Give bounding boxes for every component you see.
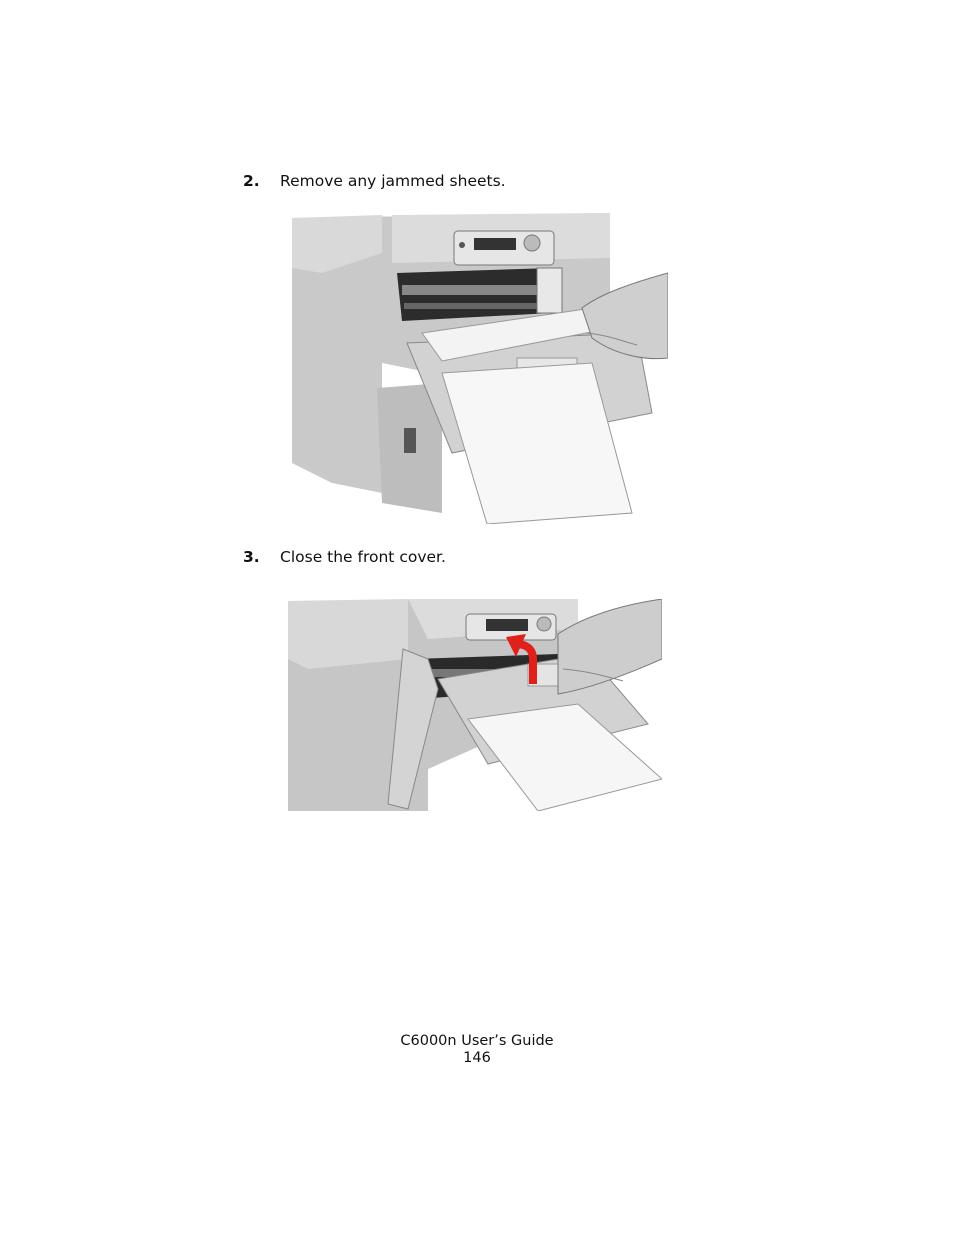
- printer-jam-removal-photo: [292, 213, 668, 524]
- printer-close-cover-photo: [288, 599, 662, 811]
- page-number: 146: [463, 1050, 491, 1066]
- footer-title: C6000n User’s Guide: [400, 1033, 554, 1049]
- step-number: 3.: [243, 548, 260, 566]
- step-text: Close the front cover.: [280, 548, 446, 566]
- step-number: 2.: [243, 172, 260, 190]
- step-text: Remove any jammed sheets.: [280, 172, 506, 190]
